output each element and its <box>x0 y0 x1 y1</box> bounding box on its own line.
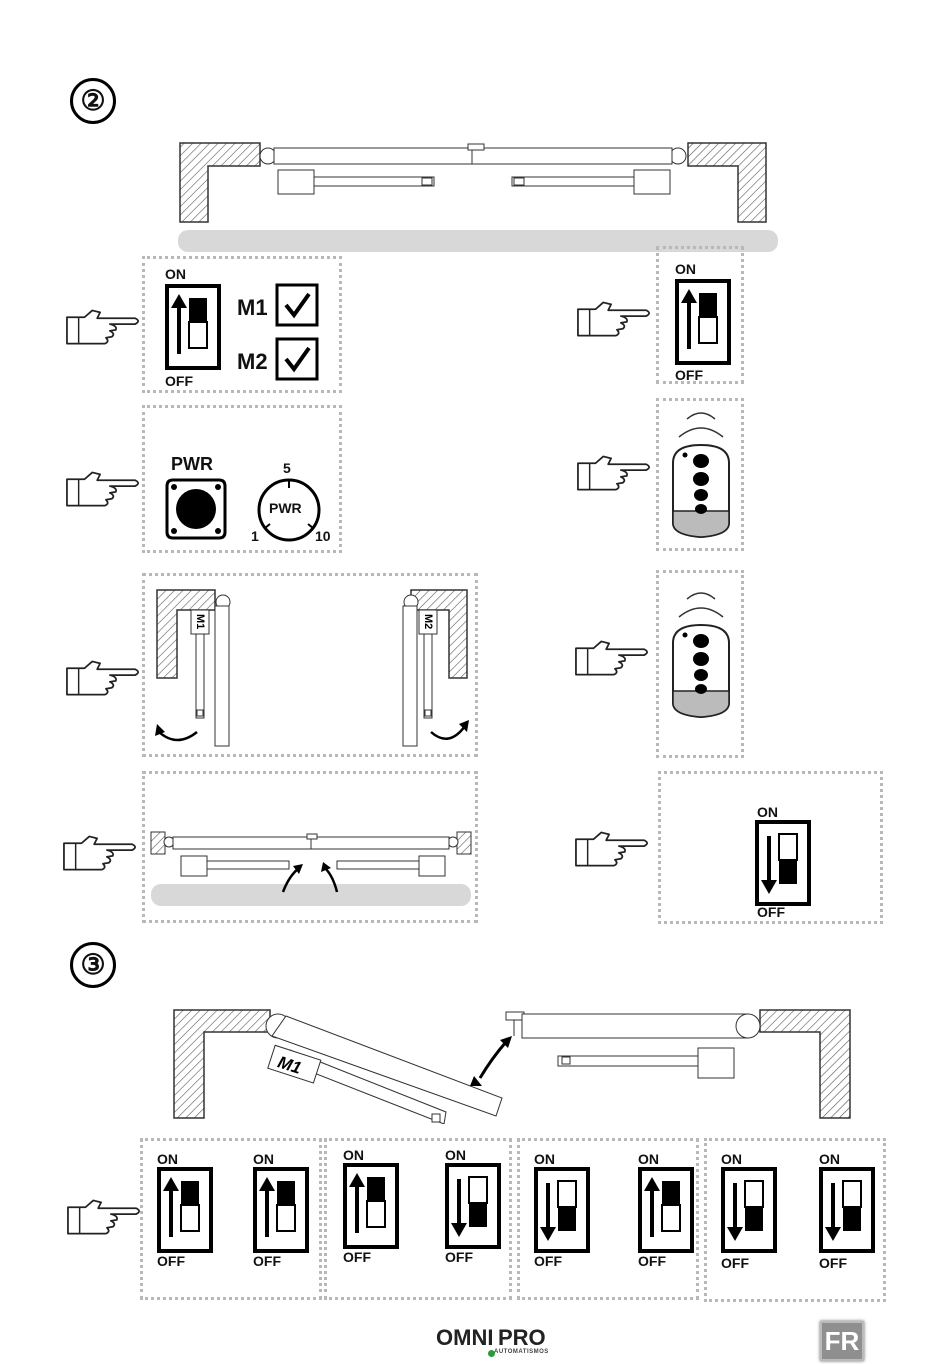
panel-leaves-close <box>142 771 478 923</box>
svg-text:M1: M1 <box>194 614 206 629</box>
sequence-step-4: ON OFF ON OFF <box>704 1138 886 1302</box>
dip-switch-icon <box>165 284 221 370</box>
switch-off-label: OFF <box>343 1249 371 1265</box>
brand-name-right: PRO <box>498 1325 546 1351</box>
switch-off-label: OFF <box>721 1255 749 1271</box>
motor-m1-label: M1 <box>237 295 268 321</box>
panel-power-setting: PWR 5 PWR 1 10 <box>142 405 342 553</box>
pointing-hand-icon <box>574 828 652 870</box>
dip-switch-icon <box>253 1167 309 1253</box>
panel-switch-off: ON OFF <box>658 771 883 924</box>
switch-on-label: ON <box>343 1147 364 1163</box>
svg-text:M2: M2 <box>422 614 434 629</box>
switch-off-label: OFF <box>675 367 703 383</box>
switch-on-label: ON <box>721 1151 742 1167</box>
gate-closed-diagram <box>170 140 780 255</box>
dip-switch-icon <box>675 279 731 365</box>
panel-remote-2 <box>656 570 744 758</box>
switch-on-label: ON <box>534 1151 555 1167</box>
pointing-hand-icon <box>65 306 143 348</box>
switch-off-label: OFF <box>638 1253 666 1269</box>
pointing-hand-icon <box>65 657 143 699</box>
switch-on-label: ON <box>819 1151 840 1167</box>
pointing-hand-icon <box>66 1196 144 1238</box>
pwr-button-label: PWR <box>171 454 213 475</box>
switch-off-label: OFF <box>445 1249 473 1265</box>
gate-closing-diagram <box>147 828 475 918</box>
switch-on-label: ON <box>165 266 186 282</box>
dip-switch-icon <box>534 1167 590 1253</box>
dip-switch-icon <box>343 1163 399 1249</box>
sequence-step-2: ON OFF ON OFF <box>324 1138 512 1300</box>
switch-on-label: ON <box>253 1151 274 1167</box>
switch-off-label: OFF <box>534 1253 562 1269</box>
panel-remote-1 <box>656 398 744 551</box>
pointing-hand-icon <box>574 637 652 679</box>
brand-dot-icon <box>488 1350 495 1357</box>
sequence-step-1: ON OFF ON OFF <box>140 1138 322 1300</box>
power-button-icon <box>163 476 229 542</box>
remote-control-icon <box>669 573 733 723</box>
brand-name-left: OMNI <box>436 1325 493 1351</box>
dip-switch-icon <box>755 820 811 906</box>
motor-m2-label: M2 <box>237 349 268 375</box>
gate-learning-diagram: M1 <box>170 1006 860 1124</box>
panel-switch-on-motors: ON OFF M1 M2 <box>142 256 342 393</box>
remote-control-icon <box>669 393 733 543</box>
dial-max-label: 10 <box>315 528 331 544</box>
switch-on-label: ON <box>757 804 778 820</box>
switch-off-label: OFF <box>157 1253 185 1269</box>
sequence-step-3: ON OFF ON OFF <box>517 1138 699 1300</box>
dip-switch-icon <box>721 1167 777 1253</box>
dip-switch-icon <box>819 1167 875 1253</box>
brand-tagline: AUTOMATISMOS <box>494 1349 549 1355</box>
step-number-2: ② <box>70 78 116 124</box>
pointing-hand-icon <box>576 298 654 340</box>
dip-switch-icon <box>157 1167 213 1253</box>
switch-on-label: ON <box>445 1147 466 1163</box>
pointing-hand-icon <box>576 452 654 494</box>
brand-logo: OMNI PRO AUTOMATISMOS <box>436 1325 556 1359</box>
pwr-dial-label: PWR <box>269 500 302 516</box>
gate-open-diagram: M1 M2 <box>153 586 473 750</box>
step-number-3: ③ <box>70 942 116 988</box>
pointing-hand-icon <box>65 468 143 510</box>
checkbox-checked-icon <box>275 283 319 327</box>
switch-on-label: ON <box>157 1151 178 1167</box>
dial-min-label: 1 <box>251 528 259 544</box>
pointing-hand-icon <box>62 832 140 874</box>
switch-off-label: OFF <box>819 1255 847 1271</box>
switch-on-label: ON <box>638 1151 659 1167</box>
language-badge: FR <box>820 1321 864 1361</box>
panel-switch-on: ON OFF <box>656 246 744 384</box>
switch-on-label: ON <box>675 261 696 277</box>
switch-off-label: OFF <box>253 1253 281 1269</box>
dip-switch-icon <box>445 1163 501 1249</box>
dip-switch-icon <box>638 1167 694 1253</box>
panel-leaves-open: M1 M2 <box>142 573 478 757</box>
switch-off-label: OFF <box>757 904 785 920</box>
switch-off-label: OFF <box>165 373 193 389</box>
checkbox-checked-icon <box>275 337 319 381</box>
